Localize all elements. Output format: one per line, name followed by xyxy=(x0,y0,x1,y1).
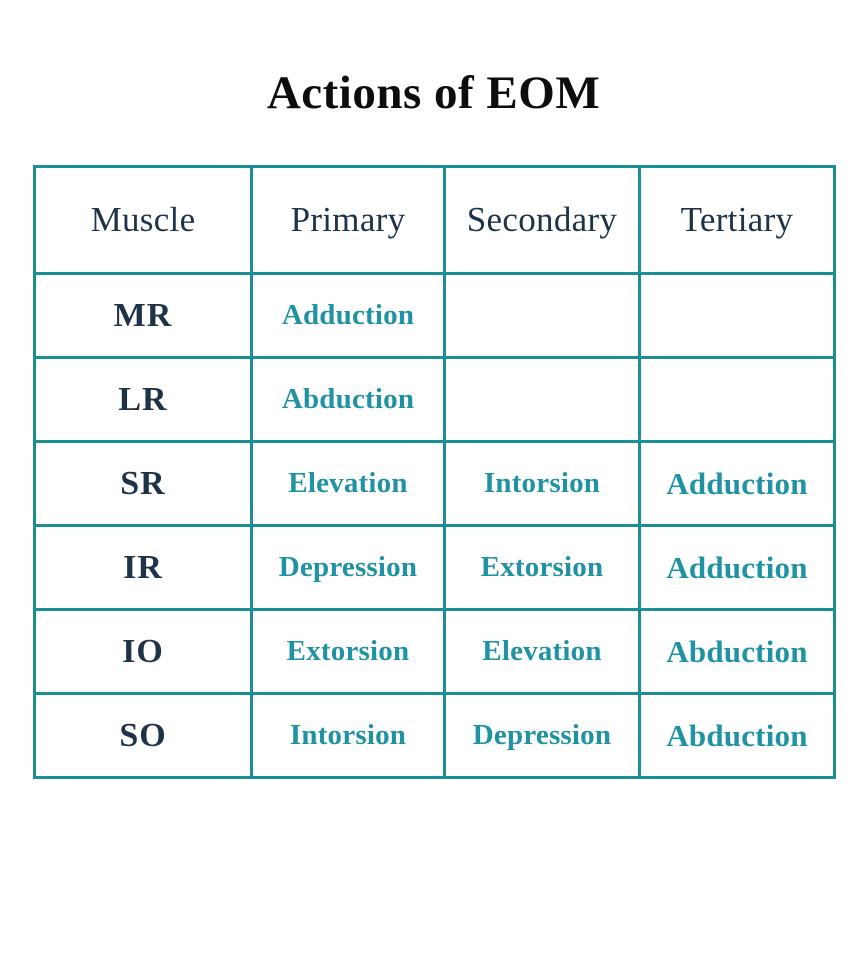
cell-primary: Extorsion xyxy=(250,608,446,695)
cell-primary: Abduction xyxy=(250,356,446,443)
cell-muscle: LR xyxy=(33,356,253,443)
cell-primary: Depression xyxy=(250,524,446,611)
page-title: Actions of EOM xyxy=(266,67,601,119)
column-header-primary: Primary xyxy=(250,165,446,275)
cell-secondary xyxy=(443,356,641,443)
cell-tertiary xyxy=(638,272,836,359)
cell-primary: Elevation xyxy=(250,440,446,527)
cell-primary: Adduction xyxy=(250,272,446,359)
cell-tertiary: Abduction xyxy=(638,608,836,695)
table-row: LR Abduction xyxy=(33,356,836,443)
column-header-secondary: Secondary xyxy=(443,165,641,275)
cell-muscle: IR xyxy=(33,524,253,611)
cell-secondary: Elevation xyxy=(443,608,641,695)
cell-secondary xyxy=(443,272,641,359)
actions-of-eom-table: Muscle Primary Secondary Tertiary MR Add… xyxy=(33,165,836,779)
cell-secondary: Extorsion xyxy=(443,524,641,611)
cell-muscle: MR xyxy=(33,272,253,359)
table-row: SO Intorsion Depression Abduction xyxy=(33,692,836,779)
table-row: MR Adduction xyxy=(33,272,836,359)
cell-tertiary: Adduction xyxy=(638,524,836,611)
cell-tertiary: Adduction xyxy=(638,440,836,527)
table-row: IO Extorsion Elevation Abduction xyxy=(33,608,836,695)
table-row: SR Elevation Intorsion Adduction xyxy=(33,440,836,527)
cell-tertiary xyxy=(638,356,836,443)
cell-muscle: IO xyxy=(33,608,253,695)
column-header-muscle: Muscle xyxy=(33,165,253,275)
cell-tertiary: Abduction xyxy=(638,692,836,779)
cell-secondary: Intorsion xyxy=(443,440,641,527)
table-header-row: Muscle Primary Secondary Tertiary xyxy=(33,165,836,275)
eom-table-container: Muscle Primary Secondary Tertiary MR Add… xyxy=(33,165,836,779)
table-row: IR Depression Extorsion Adduction xyxy=(33,524,836,611)
column-header-tertiary: Tertiary xyxy=(638,165,836,275)
table-header: Muscle Primary Secondary Tertiary xyxy=(33,165,836,275)
cell-muscle: SO xyxy=(33,692,253,779)
cell-muscle: SR xyxy=(33,440,253,527)
cell-secondary: Depression xyxy=(443,692,641,779)
table-body: MR Adduction LR Abduction SR Elevation I… xyxy=(33,272,836,779)
cell-primary: Intorsion xyxy=(250,692,446,779)
